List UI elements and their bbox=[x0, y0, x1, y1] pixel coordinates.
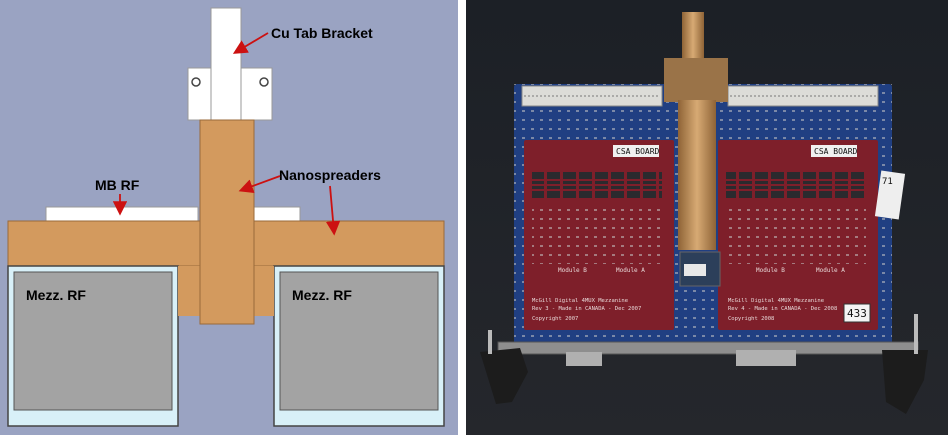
cu-tab-bracket bbox=[187, 7, 273, 121]
label-nanospreaders: Nanospreaders bbox=[279, 167, 381, 183]
dip-switch bbox=[684, 264, 706, 276]
guide-pin-right bbox=[914, 314, 918, 354]
silk-left-line1: McGill Digital 4MUX Mezzanine bbox=[532, 298, 628, 304]
label-mezz-rf-left: Mezz. RF bbox=[26, 287, 86, 303]
module-a-right: Module A bbox=[816, 267, 845, 274]
label-cu-tab-bracket: Cu Tab Bracket bbox=[271, 25, 373, 41]
silk-right-line1: McGill Digital 4MUX Mezzanine bbox=[728, 298, 824, 304]
board-number-sticker bbox=[843, 303, 871, 323]
module-b-right: Module B bbox=[756, 267, 785, 274]
mezzanine-left bbox=[7, 265, 179, 427]
mezzanine-card-left bbox=[524, 140, 674, 330]
silk-left-line3: Copyright 2007 bbox=[532, 316, 578, 322]
mezzanine-right bbox=[273, 265, 445, 427]
csa-label-right: CSA BOARD bbox=[814, 147, 858, 156]
arrow-cu-tab-bracket bbox=[232, 32, 269, 54]
board-number: 433 bbox=[847, 307, 867, 320]
ejector-handle-left bbox=[480, 348, 528, 404]
ejector-handle-right bbox=[882, 350, 928, 414]
board-photo: CSA BOARD CSA BOARD Module B Module A Mo… bbox=[466, 0, 948, 435]
silk-right-line3: Copyright 2008 bbox=[728, 316, 774, 322]
mb-rf-strip-left bbox=[45, 206, 199, 222]
module-b-left: Module B bbox=[558, 267, 587, 274]
front-faceplate bbox=[497, 341, 919, 355]
csa-label-left: CSA BOARD bbox=[616, 147, 660, 156]
thermal-diagram: Cu Tab Bracket MB RF Nanospreaders Mezz.… bbox=[0, 0, 458, 435]
thermal-diagram-panel: Cu Tab Bracket MB RF Nanospreaders Mezz.… bbox=[0, 0, 458, 435]
arrow-nanospreader-vertical bbox=[238, 175, 281, 194]
csa-label-left-bg bbox=[613, 145, 659, 157]
csa-label-right-bg bbox=[811, 145, 857, 157]
label-mb-rf: MB RF bbox=[95, 177, 140, 193]
label-mezz-rf-right: Mezz. RF bbox=[292, 287, 352, 303]
board-photo-panel: CSA BOARD CSA BOARD Module B Module A Mo… bbox=[466, 0, 948, 435]
front-connector-right bbox=[736, 350, 796, 366]
screw-hole-right bbox=[259, 77, 269, 87]
module-a-left: Module A bbox=[616, 267, 645, 274]
copper-heat-bar bbox=[664, 12, 728, 250]
mezzanine-card-right bbox=[718, 140, 878, 330]
mb-rf-strip-right bbox=[253, 206, 301, 222]
guide-pin-left bbox=[488, 330, 492, 354]
silk-right-line2: Rev 4 - Made in CANADA - Dec 2008 bbox=[728, 306, 837, 312]
edge-tag-text: 71 bbox=[882, 177, 893, 187]
nanospreader-vertical bbox=[199, 119, 255, 325]
silk-left-line2: Rev 3 - Made in CANADA - Dec 2007 bbox=[532, 306, 641, 312]
arrow-nanospreader-horizontal bbox=[325, 185, 341, 236]
screw-hole-left bbox=[191, 77, 201, 87]
front-connector-left bbox=[566, 352, 602, 366]
edge-tag bbox=[874, 170, 906, 220]
